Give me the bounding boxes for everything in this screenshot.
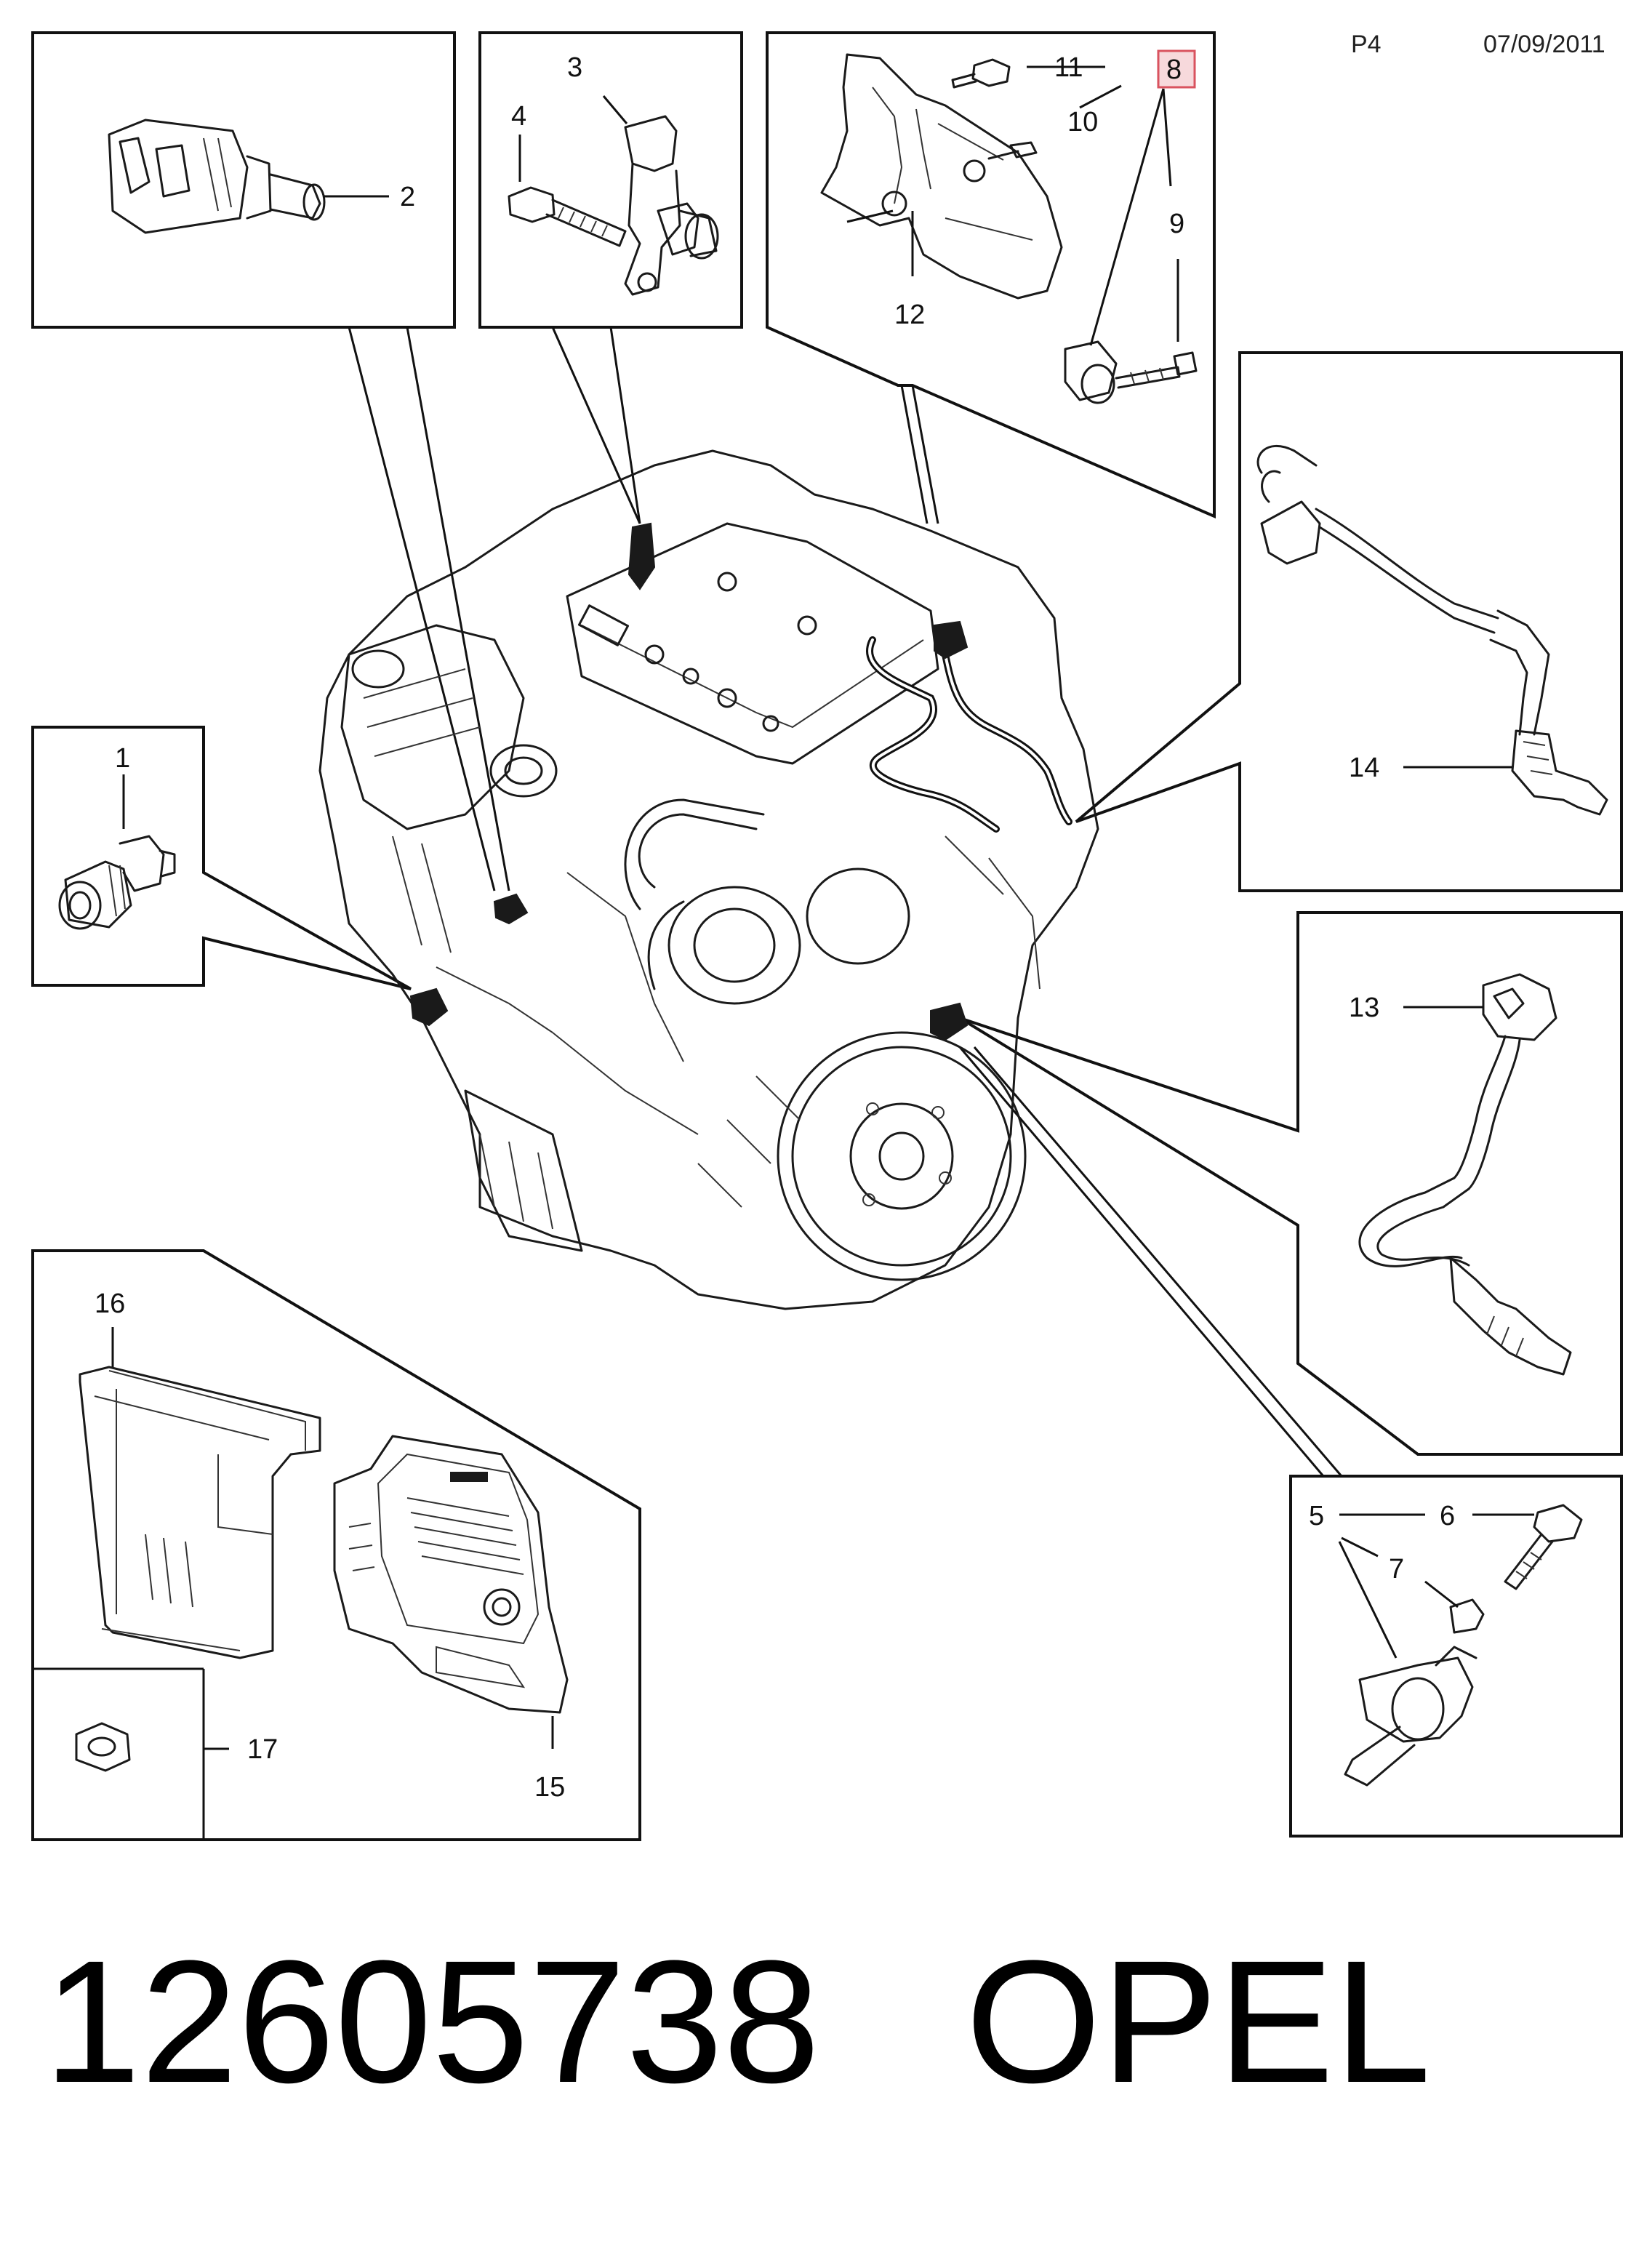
callout-9: 9 bbox=[1169, 209, 1184, 239]
oil-pressure-switch-drawing bbox=[58, 835, 176, 930]
detail-box-2 bbox=[31, 31, 456, 329]
detail-box-1 bbox=[31, 726, 412, 990]
callout-10: 10 bbox=[1067, 107, 1098, 137]
callout-2: 2 bbox=[400, 182, 415, 212]
callout-15: 15 bbox=[534, 1772, 565, 1803]
spacer-7-drawing bbox=[1449, 1598, 1485, 1634]
bolt-6-drawing bbox=[1504, 1504, 1583, 1590]
callout-17: 17 bbox=[247, 1734, 278, 1765]
callout-4: 4 bbox=[511, 101, 526, 132]
detail-box-5-7 bbox=[958, 1046, 1623, 1838]
detail-box-15-17 bbox=[31, 1249, 641, 1841]
detail-box-14 bbox=[1075, 351, 1623, 892]
callout-14: 14 bbox=[1349, 753, 1379, 783]
page-indicator: P4 bbox=[1351, 31, 1382, 58]
engine-leader-lines bbox=[348, 326, 939, 891]
callout-11: 11 bbox=[1054, 52, 1083, 83]
brand-name: OPEL bbox=[965, 1924, 1432, 2119]
bolt-11-drawing bbox=[951, 58, 1011, 89]
heat-shield-drawing bbox=[820, 53, 1063, 300]
callout-3: 3 bbox=[567, 52, 582, 83]
detail-box-13 bbox=[958, 911, 1623, 1456]
nut-17-drawing bbox=[75, 1722, 131, 1772]
part-number: 12605738 bbox=[44, 1924, 820, 2119]
callout-16: 16 bbox=[95, 1289, 125, 1319]
bolt-10-drawing bbox=[987, 141, 1038, 160]
diagram-date: 07/09/2011 bbox=[1483, 31, 1605, 58]
callout-6: 6 bbox=[1440, 1501, 1455, 1531]
callout-7: 7 bbox=[1389, 1554, 1404, 1584]
highlight-box-8 bbox=[1157, 49, 1196, 89]
detail-box-8-12 bbox=[766, 31, 1216, 519]
bolt-4-drawing bbox=[508, 186, 627, 247]
knock-sensor-drawing bbox=[1064, 340, 1198, 404]
callout-1: 1 bbox=[115, 743, 130, 774]
callout-13: 13 bbox=[1349, 993, 1379, 1023]
callout-8: 8 bbox=[1166, 55, 1182, 85]
ecu-bracket-16-drawing bbox=[79, 1366, 321, 1659]
camshaft-sensor-drawing bbox=[624, 115, 719, 296]
oxygen-sensor-14-drawing bbox=[1256, 445, 1608, 816]
callout-labels: 2 3 4 11 8 10 9 12 14 1 13 16 5 6 7 17 1… bbox=[95, 52, 1455, 1803]
callout-5: 5 bbox=[1309, 1501, 1324, 1531]
callout-12: 12 bbox=[894, 300, 925, 330]
temperature-sensor-drawing bbox=[108, 119, 326, 234]
oxygen-sensor-13-drawing bbox=[1358, 973, 1572, 1376]
detail-box-3-4 bbox=[478, 31, 743, 329]
ecu-module-15-drawing bbox=[333, 1435, 569, 1714]
crank-sensor-drawing bbox=[1344, 1646, 1477, 1787]
engine-assembly-drawing bbox=[318, 449, 1099, 1310]
